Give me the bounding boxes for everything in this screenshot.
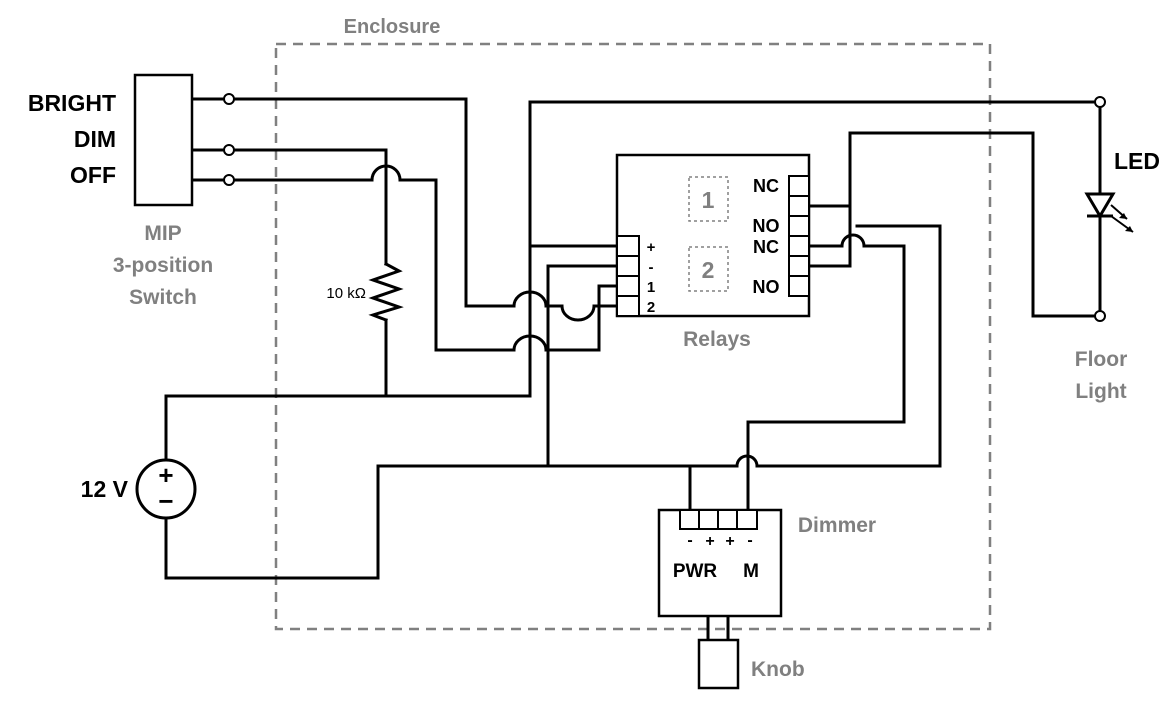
switch-terminal-off: [223, 174, 235, 186]
relay-input-pin-2: [616, 295, 640, 317]
knob-body: [697, 638, 740, 690]
switch-label-line-2: 3-position: [113, 254, 213, 277]
knob-label: Knob: [751, 658, 805, 681]
dimmer-pin-1: [679, 509, 700, 530]
floor-light-terminal-top: [1094, 96, 1106, 108]
led-label: LED: [1114, 148, 1160, 174]
wires: [164, 97, 1102, 642]
relay-1-indicator: [688, 176, 729, 222]
dimmer-pin-4: [736, 509, 758, 530]
switch-label-line-1: MIP: [144, 222, 181, 245]
relay-input-pin-minus: [616, 255, 640, 277]
relay-contact-no-2: NO: [753, 277, 780, 297]
relay-output-pin-6: [788, 275, 810, 297]
power-supply-symbol: [135, 458, 197, 520]
relay-contact-nc-2: NC: [753, 237, 779, 257]
floor-light-label-line-1: Floor: [1075, 348, 1128, 371]
relay-input-label-minus: -: [649, 259, 654, 276]
relay-2-indicator: [688, 246, 729, 292]
resistor-label: 10 kΩ: [326, 285, 366, 302]
relay-output-pin-3: [788, 215, 810, 237]
resistor-symbol: [368, 261, 404, 322]
relay-contact-no-1: NO: [753, 216, 780, 236]
dimmer-pin-sign-2: +: [705, 533, 714, 550]
dimmer-pin-sign-4: -: [747, 532, 752, 549]
dimmer-pin-3: [717, 509, 738, 530]
power-supply-minus: −: [158, 486, 173, 516]
relay-input-pin-1: [616, 275, 640, 297]
dimmer-label: Dimmer: [798, 514, 876, 537]
dimmer-pwr-label: PWR: [673, 561, 718, 582]
dimmer-pin-sign-1: -: [687, 532, 692, 549]
relay-module-body: [615, 153, 811, 318]
relay-input-pin-plus: [616, 235, 640, 257]
switch-position-dim: DIM: [74, 126, 116, 152]
relay-input-label-2: 2: [647, 299, 655, 316]
relay-output-pin-2: [788, 195, 810, 217]
relay-input-label-1: 1: [647, 279, 655, 296]
relay-2-number: 2: [702, 257, 715, 283]
relay-output-pin-1: [788, 175, 810, 197]
enclosure-boundary: [274, 42, 992, 631]
relay-output-pin-4: [788, 235, 810, 257]
dimmer-m-label: M: [743, 561, 759, 582]
switch-label-line-3: Switch: [129, 286, 197, 309]
switch-position-off: OFF: [70, 162, 116, 188]
floor-light-terminal-bottom: [1094, 310, 1106, 322]
relays-label: Relays: [683, 328, 751, 351]
switch-terminal-bright: [223, 93, 235, 105]
mip-switch-body: [133, 73, 194, 207]
switch-terminal-dim: [223, 144, 235, 156]
power-supply-label: 12 V: [81, 476, 129, 502]
relay-output-pin-5: [788, 255, 810, 277]
dimmer-pin-sign-3: +: [725, 533, 734, 550]
relay-contact-nc-1: NC: [753, 176, 779, 196]
switch-position-bright: BRIGHT: [28, 90, 116, 116]
power-supply-plus: +: [158, 460, 173, 490]
dimmer-pin-2: [698, 509, 719, 530]
relay-1-number: 1: [702, 187, 715, 213]
relay-input-label-plus: +: [647, 239, 656, 256]
floor-light-label-line-2: Light: [1075, 380, 1126, 403]
led-icon: [1084, 192, 1134, 233]
enclosure-label: Enclosure: [344, 16, 441, 38]
